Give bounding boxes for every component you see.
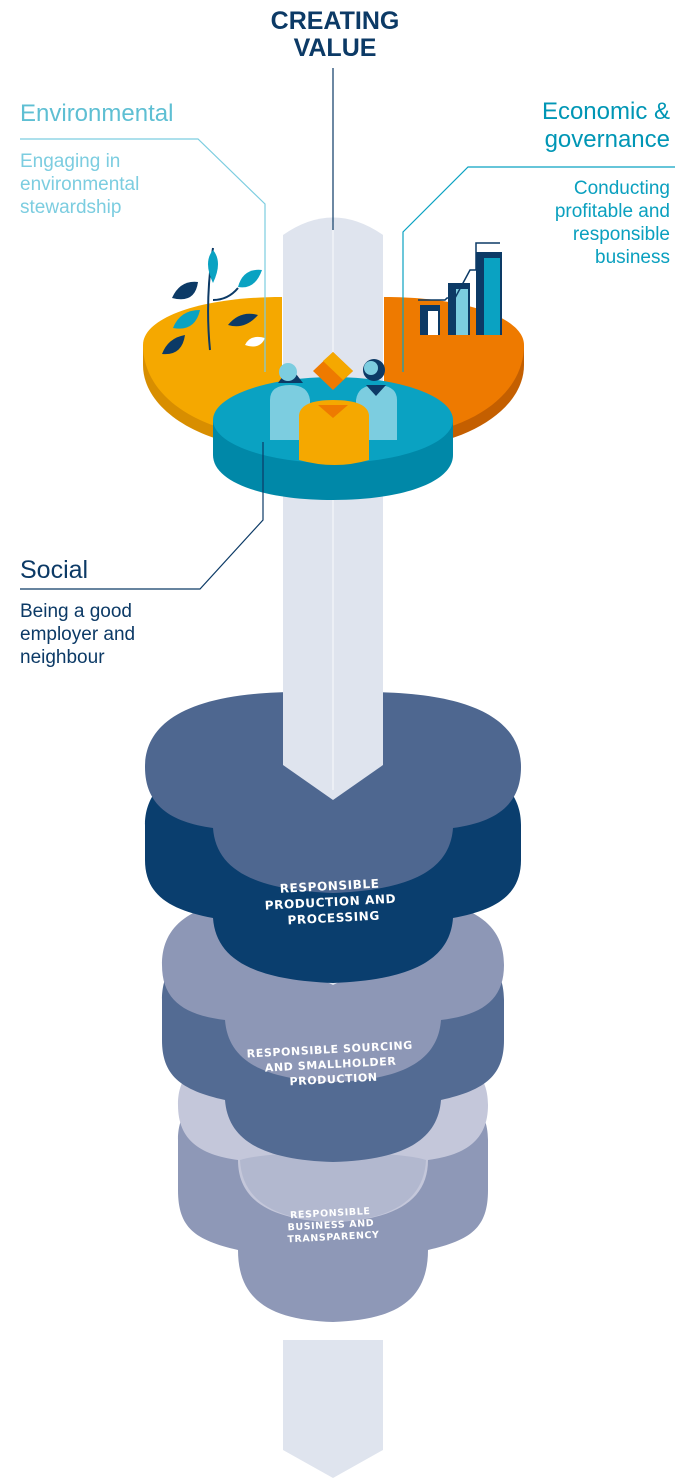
social-description: Being a good employer and neighbour <box>20 600 220 669</box>
description-line: business <box>595 247 670 268</box>
environmental-heading: Environmental <box>20 100 174 127</box>
social-leader-line <box>20 442 264 590</box>
svg-text:RESPONSIBLE BUSINESS AND: RESPONSIBLE BUSINESS AND TRANSPARENCY <box>286 1206 380 1246</box>
description-line: employer and <box>20 624 136 645</box>
description-line: profitable and <box>554 201 670 222</box>
svg-text:RESPONSIBLE PRODUCTION A: RESPONSIBLE PRODUCTION AND PROCESSING <box>264 875 403 928</box>
pillar-shaft-bottom <box>283 1340 383 1478</box>
pillar-label-business: RESPONSIBLE BUSINESS AND TRANSPARENCY <box>286 1206 380 1246</box>
pillar-label-line: PRODUCTION <box>289 1071 378 1089</box>
page-title: CREATING VALUE <box>200 8 470 62</box>
plant-icon <box>162 247 265 355</box>
economic-description: Conducting profitable and responsible bu… <box>470 177 670 269</box>
description-line: stewardship <box>20 197 122 218</box>
description-line: Engaging in <box>20 151 121 172</box>
heading-line: governance <box>544 126 670 153</box>
pillar-label-production: RESPONSIBLE PRODUCTION AND PROCESSING <box>264 875 403 928</box>
description-line: Being a good <box>20 601 132 622</box>
social-heading: Social <box>20 556 89 584</box>
pillar-label-line: RESPONSIBLE <box>290 1206 371 1221</box>
bar-chart-icon <box>418 242 502 335</box>
title-line: CREATING <box>270 7 400 35</box>
disc-responsible-production <box>145 679 521 983</box>
description-line: environmental <box>20 174 140 195</box>
pillar-label-line: PRODUCTION AND <box>264 892 396 913</box>
description-line: responsible <box>572 224 670 245</box>
pillar-label-line: BUSINESS AND <box>287 1218 374 1234</box>
economic-leader-line <box>402 166 675 372</box>
economic-heading: Economic & governance <box>542 98 670 154</box>
description-line: Conducting <box>573 178 670 199</box>
environmental-description: Engaging in environmental stewardship <box>20 150 220 219</box>
people-icon <box>270 352 397 465</box>
environmental-leader-line <box>20 138 266 372</box>
pillar-label-line: TRANSPARENCY <box>287 1230 380 1246</box>
title-line: VALUE <box>293 34 377 62</box>
pillar-label-line: PROCESSING <box>287 909 380 928</box>
heading-line: Economic & <box>541 98 670 125</box>
pillar-label-line: RESPONSIBLE <box>279 877 379 896</box>
callout-lines <box>20 68 675 590</box>
description-line: neighbour <box>20 647 105 668</box>
